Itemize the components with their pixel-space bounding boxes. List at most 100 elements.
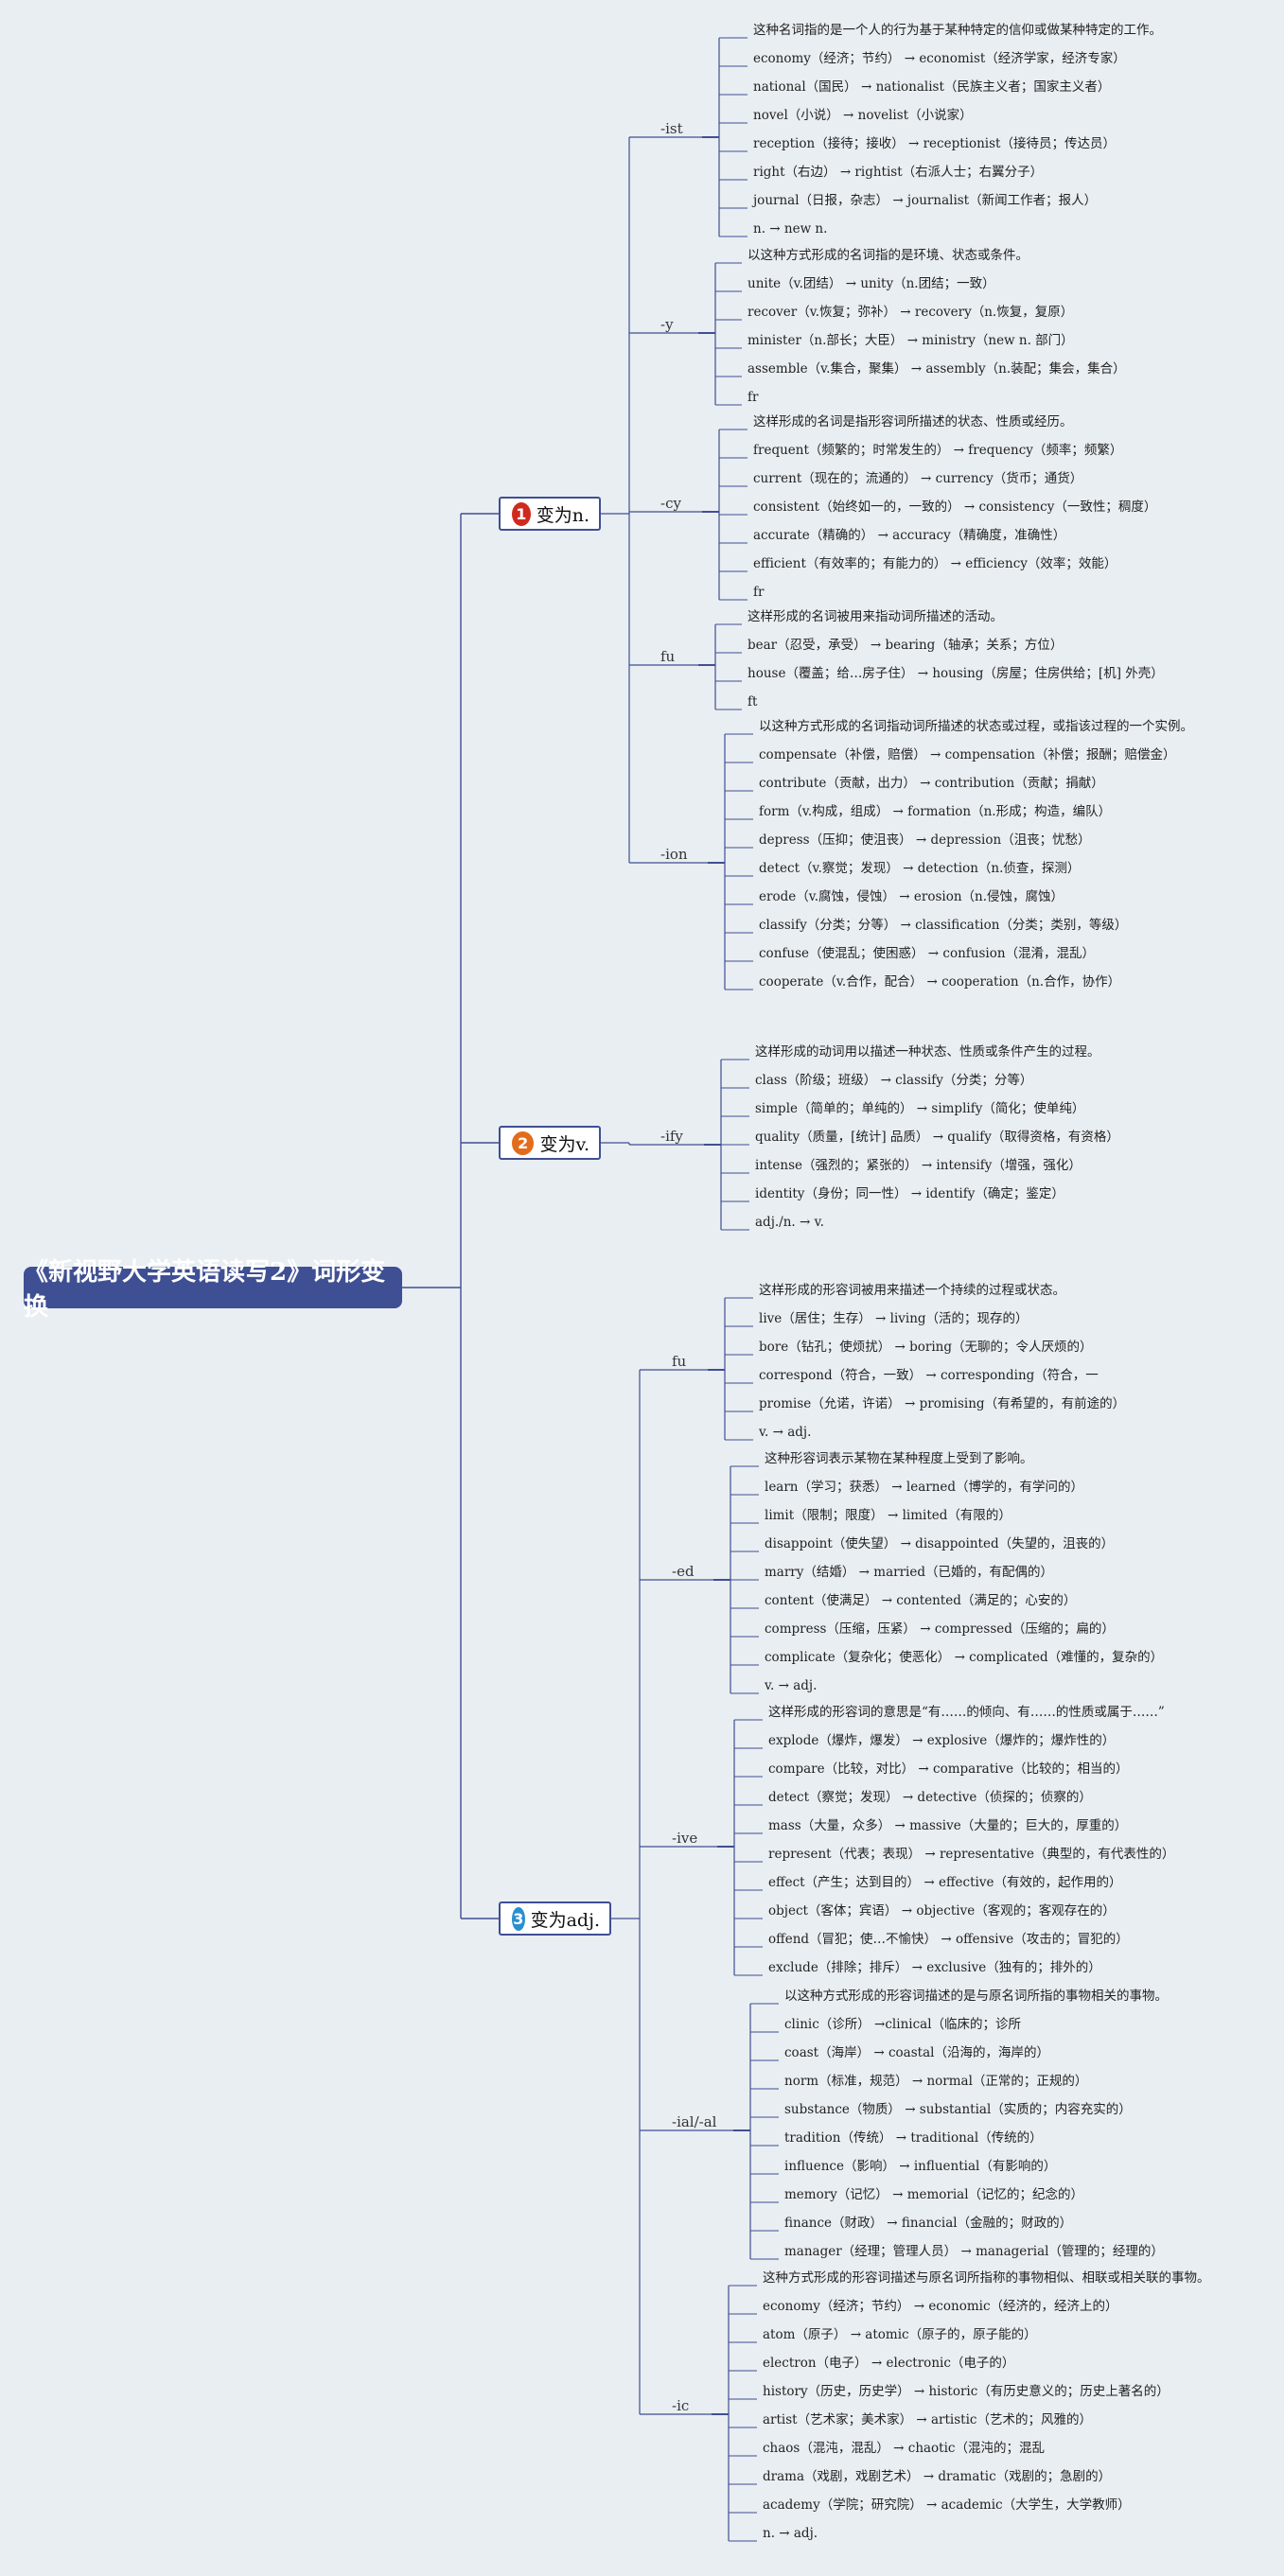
word-transformation: manager（经理；管理人员） → managerial（管理的；经理的）	[784, 2244, 1164, 2259]
word-transformation: frequent（频繁的；时常发生的） → frequency（频率；频繁）	[753, 443, 1123, 458]
word-transformation: accurate（精确的） → accuracy（精确度，准确性）	[753, 528, 1066, 543]
suffix-label: -ion	[660, 846, 688, 863]
word-transformation: quality（质量，[统计] 品质） → qualify（取得资格，有资格）	[755, 1130, 1119, 1145]
suffix-label: fu	[672, 1353, 687, 1370]
word-transformation: influence（影响） → influential（有影响的）	[784, 2159, 1057, 2174]
word-transformation: bore（钻孔；使烦扰） → boring（无聊的；令人厌烦的）	[759, 1340, 1093, 1355]
word-transformation: classify（分类；分等） → classification（分类；类别，等…	[759, 918, 1128, 933]
word-transformation: limit（限制；限度） → limited（有限的）	[765, 1508, 1011, 1523]
word-transformation: novel（小说） → novelist（小说家）	[753, 108, 973, 123]
word-transformation: drama（戏剧，戏剧艺术） → dramatic（戏剧的；急剧的）	[763, 2469, 1112, 2484]
word-transformation: content（使满足） → contented（满足的；心安的）	[765, 1593, 1077, 1608]
word-transformation: intense（强烈的；紧张的） → intensify（增强，强化）	[755, 1158, 1082, 1173]
word-transformation: form（v.构成，组成） → formation（n.形成；构造，编队）	[759, 804, 1112, 819]
word-transformation: economy（经济；节约） → economist（经济学家，经济专家）	[753, 51, 1126, 66]
word-transformation: marry（结婚） → married（已婚的，有配偶的）	[765, 1565, 1053, 1580]
suffix-label: -ive	[672, 1830, 698, 1847]
word-transformation: chaos（混沌，混乱） → chaotic（混沌的；混乱	[763, 2441, 1045, 2456]
suffix-label: -ed	[672, 1563, 695, 1580]
word-transformation: artist（艺术家；美术家） → artistic（艺术的；风雅的）	[763, 2412, 1092, 2427]
word-transformation: n. → new n.	[753, 221, 828, 237]
word-transformation: exclude（排除；排斥） → exclusive（独有的；排外的）	[768, 1960, 1101, 1975]
word-transformation: effect（产生；达到目的） → effective（有效的，起作用的）	[768, 1875, 1122, 1890]
suffix-description: 这种方式形成的形容词描述与原名词所指称的事物相似、相联或相关联的事物。	[763, 2270, 1210, 2286]
suffix-label: -ify	[660, 1128, 683, 1145]
word-transformation: recover（v.恢复；弥补） → recovery（n.恢复，复原）	[748, 305, 1074, 320]
word-transformation: fr	[753, 585, 765, 600]
word-transformation: journal（日报，杂志） → journalist（新闻工作者；报人）	[753, 193, 1098, 208]
word-transformation: academy（学院；研究院） → academic（大学生，大学教师）	[763, 2497, 1131, 2513]
suffix-label: fu	[660, 648, 676, 665]
word-transformation: mass（大量，众多） → massive（大量的；巨大的，厚重的）	[768, 1818, 1128, 1833]
word-transformation: atom（原子） → atomic（原子的，原子能的）	[763, 2327, 1037, 2342]
category-number-badge: 3	[512, 1906, 525, 1931]
word-transformation: explode（爆炸，爆发） → explosive（爆炸的；爆炸性的）	[768, 1733, 1116, 1748]
word-transformation: history（历史，历史学） → historic（有历史意义的；历史上著名的…	[763, 2384, 1170, 2399]
suffix-description: 这样形成的名词被用来指动词所描述的活动。	[748, 609, 1003, 624]
word-transformation: norm（标准，规范） → normal（正常的；正规的）	[784, 2074, 1088, 2089]
word-transformation: learn（学习；获悉） → learned（博学的，有学问的）	[765, 1480, 1084, 1495]
word-transformation: class（阶级；班级） → classify（分类；分等）	[755, 1073, 1033, 1088]
word-transformation: depress（压抑；使沮丧） → depression（沮丧；忧愁）	[759, 832, 1091, 848]
word-transformation: confuse（使混乱；使困惑） → confusion（混淆，混乱）	[759, 946, 1096, 961]
suffix-label: -ic	[672, 2397, 690, 2414]
word-transformation: coast（海岸） → coastal（沿海的，海岸的）	[784, 2045, 1049, 2060]
word-transformation: bear（忍受，承受） → bearing（轴承；关系；方位）	[748, 638, 1064, 653]
suffix-description: 这样形成的形容词被用来描述一个持续的过程或状态。	[759, 1283, 1065, 1298]
word-transformation: compare（比较，对比） → comparative（比较的；相当的）	[768, 1761, 1129, 1777]
suffix-label: -ial/-al	[672, 2113, 717, 2130]
word-transformation: efficient（有效率的；有能力的） → efficiency（效率；效能）	[753, 556, 1117, 571]
suffix-label: -ist	[660, 120, 683, 137]
suffix-description: 这种名词指的是一个人的行为基于某种特定的信仰或做某种特定的工作。	[753, 23, 1162, 38]
word-transformation: correspond（符合，一致） → corresponding（符合，一	[759, 1368, 1099, 1383]
word-transformation: n. → adj.	[763, 2526, 818, 2541]
category-label: 变为adj.	[530, 1909, 600, 1931]
category-label: 变为v.	[539, 1133, 589, 1155]
word-transformation: contribute（贡献，出力） → contribution（贡献；捐献）	[759, 776, 1104, 791]
word-transformation: electron（电子） → electronic（电子的）	[763, 2356, 1015, 2371]
word-transformation: economy（经济；节约） → economic（经济的，经济上的）	[763, 2299, 1118, 2314]
word-transformation: ft	[748, 694, 758, 710]
word-transformation: clinic（诊所） →clinical（临床的；诊所	[784, 2017, 1022, 2032]
suffix-description: 以这种方式形成的名词指动词所描述的状态或过程，或指该过程的一个实例。	[759, 719, 1193, 734]
word-transformation: current（现在的；流通的） → currency（货币；通货）	[753, 471, 1083, 486]
word-transformation: compress（压缩，压紧） → compressed（压缩的；扁的）	[765, 1621, 1115, 1637]
category-number-badge: 1	[512, 501, 531, 526]
word-transformation: erode（v.腐蚀，侵蚀） → erosion（n.侵蚀，腐蚀）	[759, 889, 1064, 904]
category-number-badge: 2	[512, 1130, 535, 1155]
word-transformation: consistent（始终如一的，一致的） → consistency（一致性；…	[753, 499, 1157, 515]
word-transformation: right（右边） → rightist（右派人士；右翼分子）	[753, 165, 1044, 180]
word-transformation: disappoint（使失望） → disappointed（失望的，沮丧的）	[765, 1536, 1115, 1551]
suffix-description: 这样形成的名词是指形容词所描述的状态、性质或经历。	[753, 414, 1073, 429]
word-transformation: assemble（v.集合，聚集） → assembly（n.装配；集会，集合）	[748, 361, 1126, 377]
category-label: 变为n.	[536, 504, 589, 526]
word-transformation: live（居住；生存） → living（活的；现存的）	[759, 1311, 1029, 1326]
word-transformation: identity（身份；同一性） → identify（确定；鉴定）	[755, 1186, 1064, 1201]
word-transformation: house（覆盖；给…房子住） → housing（房屋；住房供给；[机] 外壳…	[748, 666, 1164, 681]
word-transformation: memory（记忆） → memorial（记忆的；纪念的）	[784, 2187, 1084, 2202]
word-transformation: promise（允诺，许诺） → promising（有希望的，有前途的）	[759, 1396, 1126, 1411]
word-transformation: adj./n. → v.	[755, 1215, 824, 1230]
suffix-description: 这种形容词表示某物在某种程度上受到了影响。	[765, 1451, 1033, 1466]
word-transformation: offend（冒犯；使…不愉快） → offensive（攻击的；冒犯的）	[768, 1932, 1129, 1947]
word-transformation: finance（财政） → financial（金融的；财政的）	[784, 2216, 1073, 2231]
word-transformation: cooperate（v.合作，配合） → cooperation（n.合作，协作…	[759, 974, 1121, 990]
word-transformation: complicate（复杂化；使恶化） → complicated（难懂的，复杂…	[765, 1650, 1164, 1665]
word-transformation: fr	[748, 390, 759, 405]
word-transformation: represent（代表；表现） → representative（典型的，有代…	[768, 1847, 1175, 1862]
suffix-description: 这样形成的形容词的意思是“有……的倾向、有……的性质或属于……”	[768, 1705, 1165, 1720]
word-transformation: unite（v.团结） → unity（n.团结；一致）	[748, 276, 995, 291]
word-transformation: substance（物质） → substantial（实质的；内容充实的）	[784, 2102, 1132, 2117]
word-transformation: v. → adj.	[765, 1678, 818, 1693]
word-transformation: detect（v.察觉；发现） → detection（n.侦查，探测）	[759, 861, 1081, 876]
word-transformation: simple（简单的；单纯的） → simplify（简化；使单纯）	[755, 1101, 1085, 1116]
word-transformation: reception（接待；接收） → receptionist（接待员；传达员）	[753, 136, 1116, 151]
suffix-description: 这样形成的动词用以描述一种状态、性质或条件产生的过程。	[755, 1044, 1100, 1060]
suffix-label: -cy	[660, 495, 681, 512]
word-transformation: object（客体；宾语） → objective（客观的；客观存在的）	[768, 1903, 1116, 1919]
word-transformation: minister（n.部长；大臣） → ministry（new n. 部门）	[748, 333, 1074, 348]
